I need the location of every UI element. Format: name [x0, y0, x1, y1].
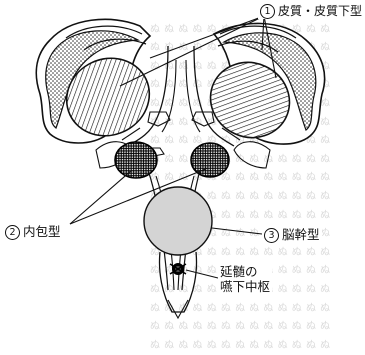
label-stem-number: 3	[264, 228, 279, 243]
label-capsule-text: 内包型	[23, 224, 61, 239]
label-cortex-text: 皮質・皮質下型	[278, 4, 362, 18]
right-internal-capsule	[191, 143, 229, 177]
label-medulla-line1: 延髄の	[220, 264, 270, 279]
label-medulla-line2: 嚥下中枢	[220, 279, 270, 294]
brain-diagram	[0, 0, 365, 331]
brainstem-circle	[144, 187, 212, 255]
label-capsule-number: 2	[5, 225, 20, 240]
label-stem-text: 脳幹型	[282, 227, 320, 242]
label-cortex-number: 1	[260, 4, 275, 19]
label-medulla: 延髄の 嚥下中枢	[218, 264, 272, 294]
left-internal-capsule	[115, 142, 157, 178]
